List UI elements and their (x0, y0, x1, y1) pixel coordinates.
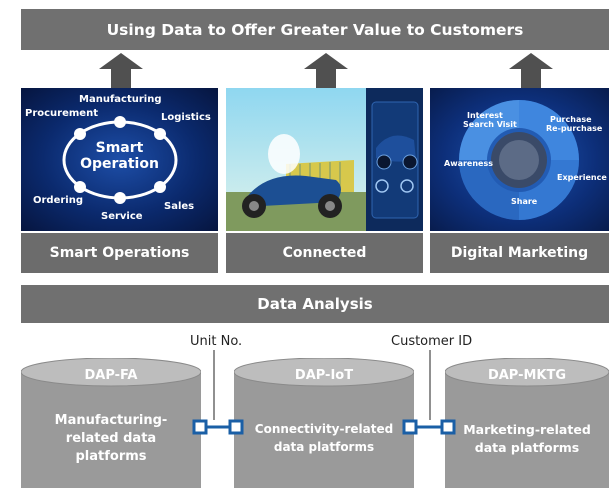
stage-awareness: Awareness (444, 159, 493, 168)
connected-image (226, 88, 423, 231)
unit-no-label: Unit No. (190, 334, 243, 349)
smart-label: Smart (95, 140, 144, 156)
stage-re-purchase: Re-purchase (546, 124, 603, 133)
cycle-node (74, 128, 86, 140)
platform-dap-fa: DAP-FA Manufacturing- related data platf… (21, 358, 201, 488)
up-arrow-icon (99, 53, 143, 89)
operation-label: Operation (80, 156, 159, 172)
platform-desc-line: data platforms (273, 440, 375, 454)
smart-operation-image: Smart Operation Manufacturing Procuremen… (21, 88, 218, 231)
header-bar: Using Data to Offer Greater Value to Cus… (21, 9, 609, 50)
platform-desc-line: Manufacturing- (54, 413, 168, 428)
platform-dap-iot: DAP-IoT Connectivity-related data platfo… (234, 358, 414, 488)
node-label-service: Service (101, 211, 143, 222)
node-label-procurement: Procurement (25, 108, 98, 119)
platform-dap-mktg: DAP-MKTG Marketing-related data platform… (445, 358, 609, 488)
cycle-node (114, 116, 126, 128)
platform-desc-line: related data (65, 431, 157, 446)
node-label-logistics: Logistics (161, 112, 211, 123)
node-label-manufacturing: Manufacturing (79, 94, 162, 105)
stage-purchase: Purchase (550, 115, 592, 124)
platform-name: DAP-IoT (294, 368, 354, 383)
label-connected: Connected (226, 233, 423, 273)
stage-share: Share (511, 197, 538, 206)
stage-experience: Experience (557, 173, 607, 182)
data-analysis-title: Data Analysis (257, 295, 373, 313)
up-arrow-icon (304, 53, 348, 89)
cycle-node (74, 181, 86, 193)
cycle-node (154, 128, 166, 140)
platform-desc-line: Connectivity-related (254, 422, 394, 436)
stage-search-visit: Search Visit (463, 120, 517, 129)
platform-name: DAP-FA (84, 368, 138, 383)
cycle-node (114, 192, 126, 204)
unit-no-link (192, 350, 244, 435)
platform-name: DAP-MKTG (487, 368, 567, 383)
up-arrow-icon (509, 53, 553, 89)
node-label-ordering: Ordering (33, 195, 84, 206)
platform-desc-line: data platforms (474, 440, 580, 455)
label-digital-marketing: Digital Marketing (430, 233, 609, 273)
label-smart-operations: Smart Operations (21, 233, 218, 273)
digital-marketing-image: Interest Search Visit Purchase Re-purcha… (430, 88, 609, 231)
marketing-cycle-diagram (459, 100, 579, 220)
header-title: Using Data to Offer Greater Value to Cus… (106, 20, 524, 39)
connected-scooter-illustration (226, 88, 423, 231)
stage-interest: Interest (467, 111, 503, 120)
platform-desc-line: platforms (75, 449, 147, 464)
node-label-sales: Sales (164, 201, 195, 212)
data-analysis-bar: Data Analysis (21, 285, 609, 323)
customer-id-link (402, 350, 456, 435)
customer-id-label: Customer ID (391, 334, 473, 349)
cycle-node (154, 181, 166, 193)
platform-desc-line: Marketing-related (463, 422, 591, 437)
